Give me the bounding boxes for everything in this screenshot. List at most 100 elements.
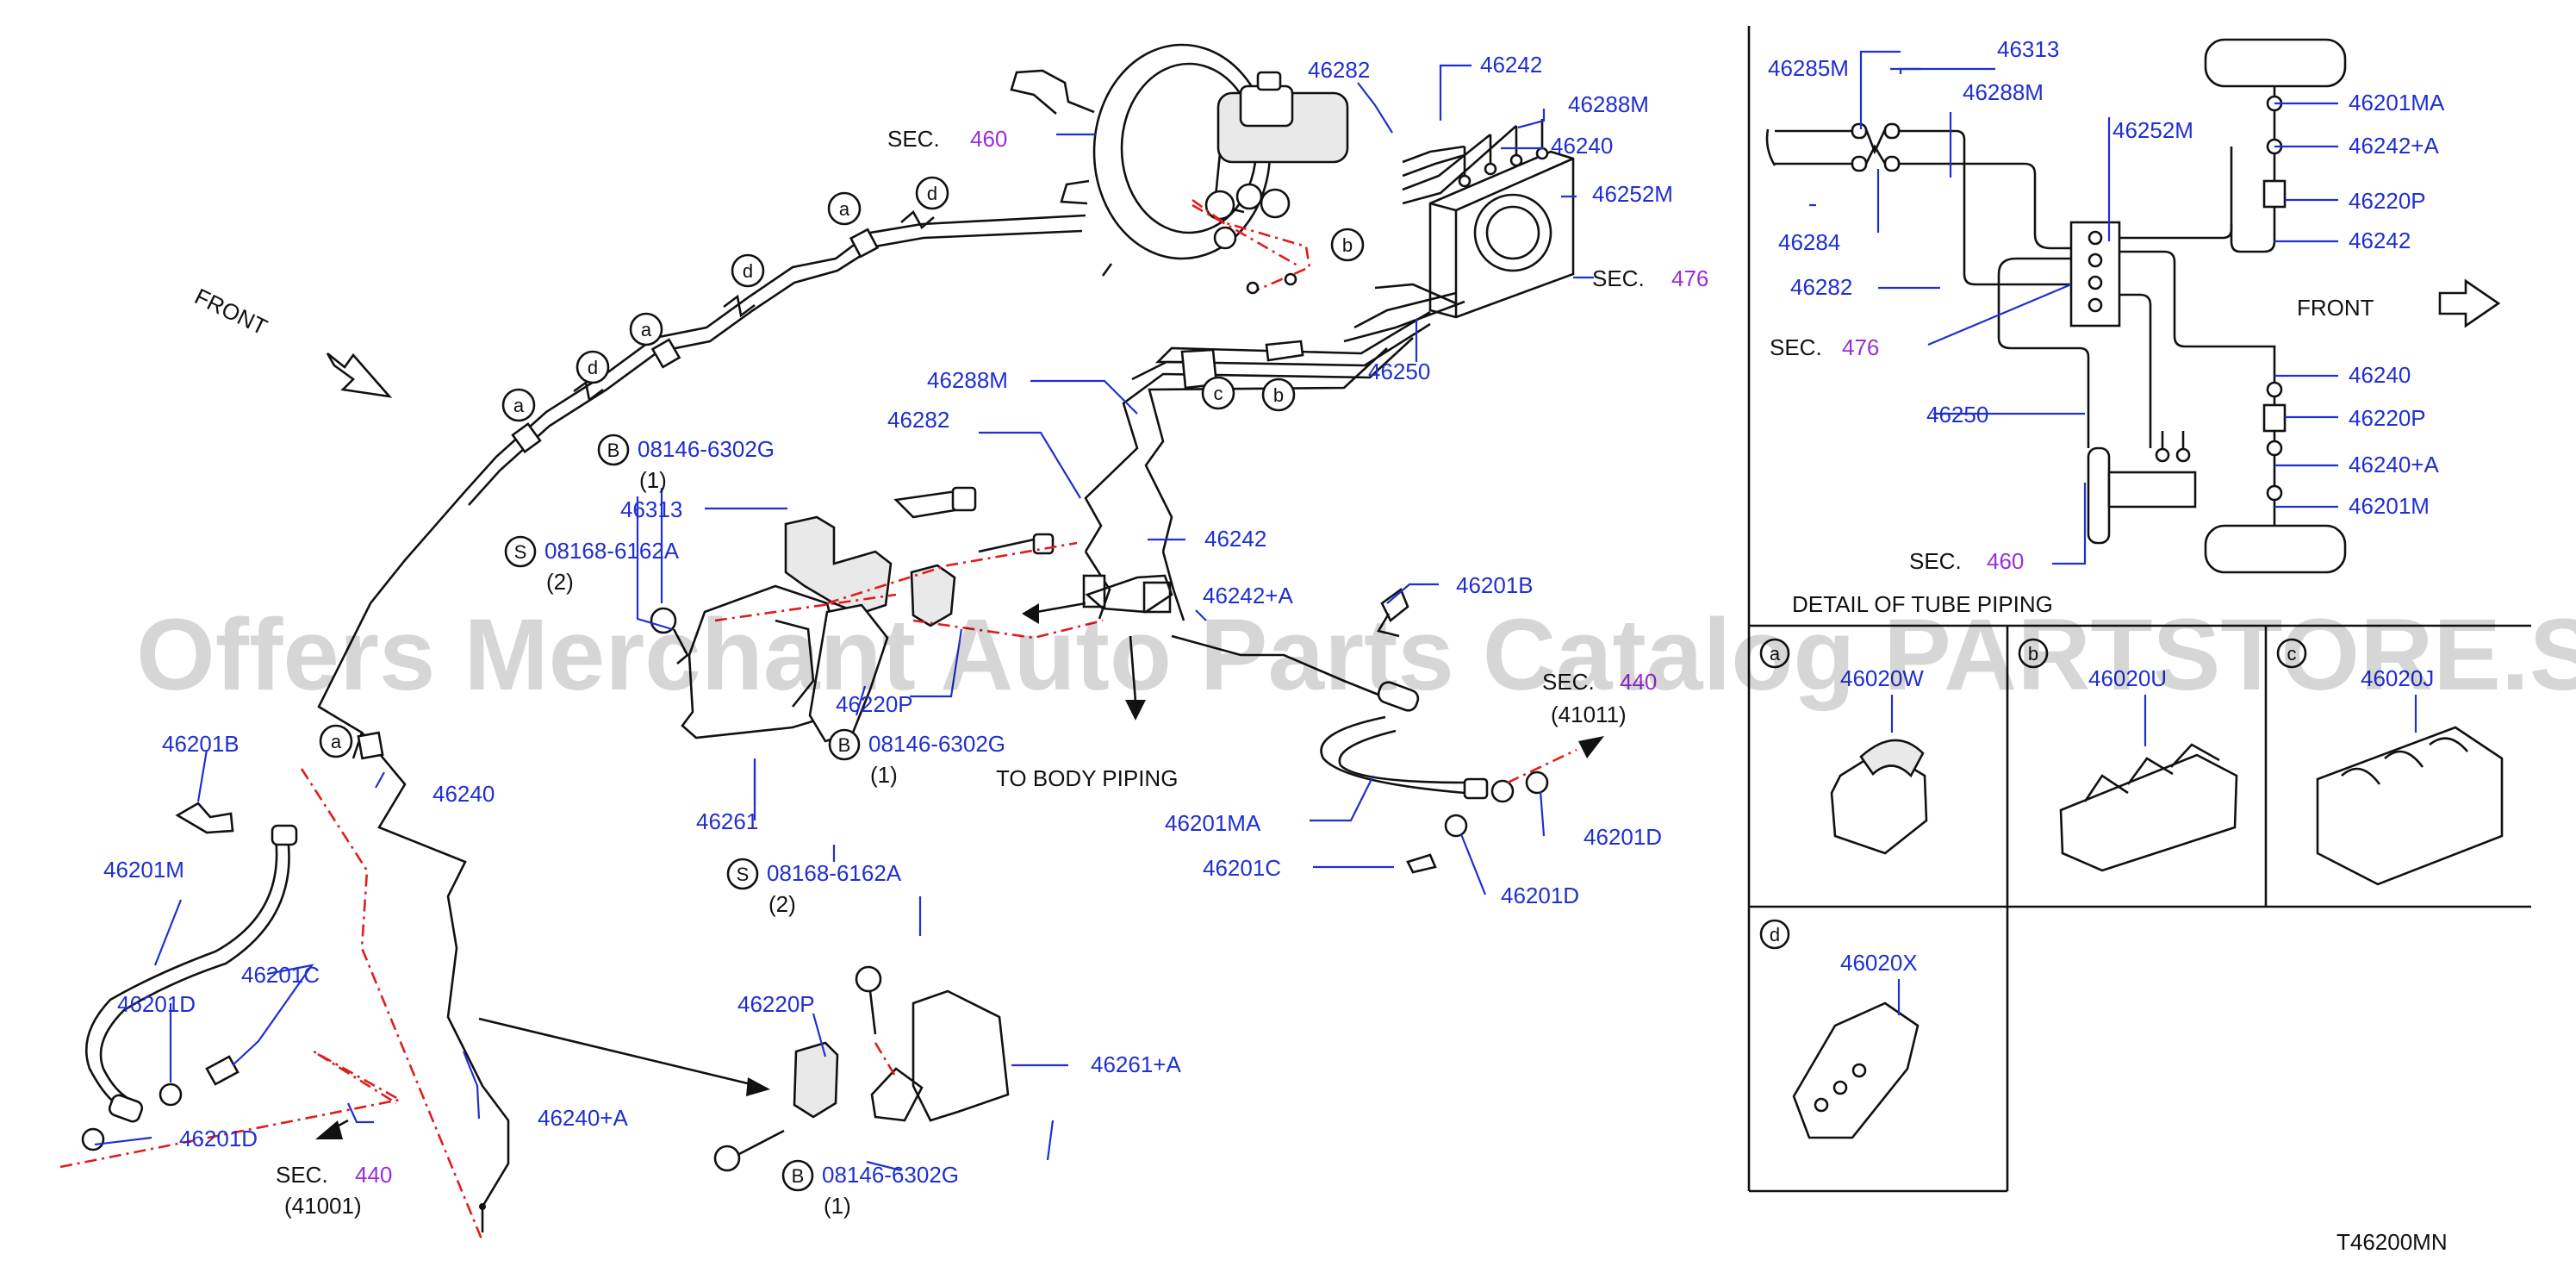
sch-label-46284: 46284 [1778, 229, 1840, 255]
svg-text:S: S [737, 864, 750, 885]
hose-group-right [1171, 587, 1604, 874]
schematic-labels: 46313 46285M 46288M 46284 46252M 46282 S… [1768, 36, 2445, 574]
svg-text:(41001): (41001) [284, 1193, 362, 1219]
clip-markers [357, 209, 935, 760]
label-46261A: 46261+A [1091, 1051, 1181, 1077]
label-46288M-top: 46288M [1568, 91, 1649, 117]
svg-text:a: a [513, 395, 525, 416]
front-direction-indicator: FRONT [190, 283, 393, 398]
svg-text:a: a [641, 319, 652, 340]
front-wheel-icon [2204, 524, 2347, 574]
label-46201C-left: 46201C [241, 962, 320, 988]
clip-marker-a-3: a [501, 388, 536, 422]
svg-text:d: d [1770, 924, 1780, 945]
label-46261: 46261 [696, 808, 758, 834]
svg-text:b: b [1273, 384, 1284, 406]
label-46201C-right: 46201C [1203, 855, 1281, 881]
bolt-ref-b-mid: B 08146-6302G (1) [828, 728, 1005, 788]
label-46240A: 46240+A [538, 1105, 628, 1131]
label-46201D-l1: 46201D [117, 991, 196, 1017]
label-46288M-mid: 46288M [927, 367, 1008, 393]
sch-label-46282: 46282 [1790, 274, 1852, 300]
label-46201D-r1: 46201D [1584, 824, 1662, 850]
circle-markers: a d d a d a a c b b [319, 176, 1365, 758]
svg-text:SEC.: SEC. [276, 1162, 328, 1188]
svg-text:c: c [2287, 643, 2297, 664]
svg-text:SEC.: SEC. [1592, 265, 1645, 291]
svg-text:d: d [588, 357, 598, 378]
svg-text:460: 460 [1987, 548, 2024, 574]
rear-wheel-icon [2204, 38, 2347, 88]
bolt-ref-b-top: B 08146-6302G (1) [597, 434, 775, 493]
svg-text:(2): (2) [768, 891, 796, 917]
lower-bracket-group [478, 965, 1010, 1172]
svg-text:08146-6302G: 08146-6302G [638, 436, 775, 462]
label-46242-mid: 46242 [1204, 526, 1266, 552]
detail-label-46020W: 46020W [1840, 665, 1924, 691]
svg-text:d: d [743, 260, 753, 282]
tube-bundle [1082, 198, 1431, 621]
clip-marker-d-3: d [576, 350, 610, 384]
svg-text:476: 476 [1842, 334, 1879, 360]
sch-label-46313: 46313 [1997, 36, 2059, 62]
svg-text:a: a [331, 731, 342, 752]
watermark-text: Offers Merchant Auto Parts Catalog PARTS… [136, 598, 2576, 712]
svg-text:(1): (1) [824, 1193, 851, 1219]
detail-title: DETAIL OF TUBE PIPING [1792, 591, 2053, 617]
sch-label-46242: 46242 [2349, 228, 2411, 253]
sch-front-label: FRONT [2297, 295, 2374, 321]
svg-text:(1): (1) [639, 467, 667, 493]
main-brake-line [317, 214, 1113, 1232]
detail-cell-b [2018, 638, 2238, 872]
svg-text:08146-6302G: 08146-6302G [868, 731, 1005, 757]
sec-460-top: SEC. 460 [887, 126, 1007, 152]
bracket-group-middle [650, 486, 1173, 743]
svg-text:b: b [2028, 643, 2038, 664]
label-46220P-bottom: 46220P [737, 991, 815, 1017]
sch-label-46240A: 46240+A [2349, 452, 2439, 477]
clip-marker-b-2: b [1330, 228, 1365, 262]
drawing-id: T46200MN [2336, 1229, 2448, 1255]
bolt-ref-s-mid: S 08168-6162A (2) [726, 858, 902, 917]
svg-text:(2): (2) [546, 569, 574, 595]
detail-cell-d [1759, 919, 1920, 1139]
clip-marker-a-4: a [319, 724, 353, 758]
sch-sec-460: SEC. 460 [1909, 548, 2024, 574]
svg-text:d: d [927, 183, 937, 204]
sch-label-46250: 46250 [1926, 402, 1988, 427]
label-46250: 46250 [1368, 359, 1430, 384]
bolt-references: B 08146-6302G (1) S 08168-6162A (2) B 08… [504, 434, 1005, 1219]
svg-text:08146-6302G: 08146-6302G [822, 1162, 959, 1188]
to-body-piping-label: TO BODY PIPING [996, 765, 1178, 791]
label-46242A: 46242+A [1203, 583, 1293, 608]
clip-marker-d-2: d [731, 253, 765, 288]
clip-marker-d-1: d [915, 176, 949, 210]
svg-text:SEC.: SEC. [887, 126, 940, 152]
label-46282-mid: 46282 [887, 407, 949, 433]
svg-text:b: b [1342, 234, 1353, 256]
abs-actuator-assembly [1343, 119, 1575, 343]
label-46201M: 46201M [103, 857, 184, 883]
label-46240: 46240 [432, 781, 495, 807]
label-46282-top: 46282 [1308, 57, 1370, 83]
hose-group-left [59, 768, 484, 1242]
clip-marker-b-1: b [1261, 377, 1296, 412]
label-46201MA: 46201MA [1165, 810, 1261, 836]
bolt-ref-b-bottom: B 08146-6302G (1) [781, 1159, 959, 1219]
svg-text:08168-6162A: 08168-6162A [767, 860, 902, 886]
sch-sec-476: SEC. 476 [1770, 334, 1879, 360]
svg-text:440: 440 [355, 1162, 392, 1188]
svg-text:B: B [838, 734, 851, 756]
section-references: SEC. 460 SEC. 476 SEC. 440 (41011) SEC. … [276, 126, 1708, 1219]
sch-label-46285M: 46285M [1768, 55, 1849, 81]
svg-text:(41011): (41011) [1551, 702, 1627, 727]
sch-label-46220P-2: 46220P [2349, 405, 2426, 431]
clip-marker-a-2: a [629, 312, 663, 346]
label-46252M-top: 46252M [1592, 181, 1673, 207]
label-46242-top: 46242 [1480, 52, 1542, 78]
svg-text:08168-6162A: 08168-6162A [544, 538, 680, 564]
sch-label-46240: 46240 [2349, 362, 2411, 388]
master-cylinder-symbol [2087, 446, 2111, 545]
detail-labels: DETAIL OF TUBE PIPING a 46020W b 46020U … [1770, 591, 2434, 1015]
